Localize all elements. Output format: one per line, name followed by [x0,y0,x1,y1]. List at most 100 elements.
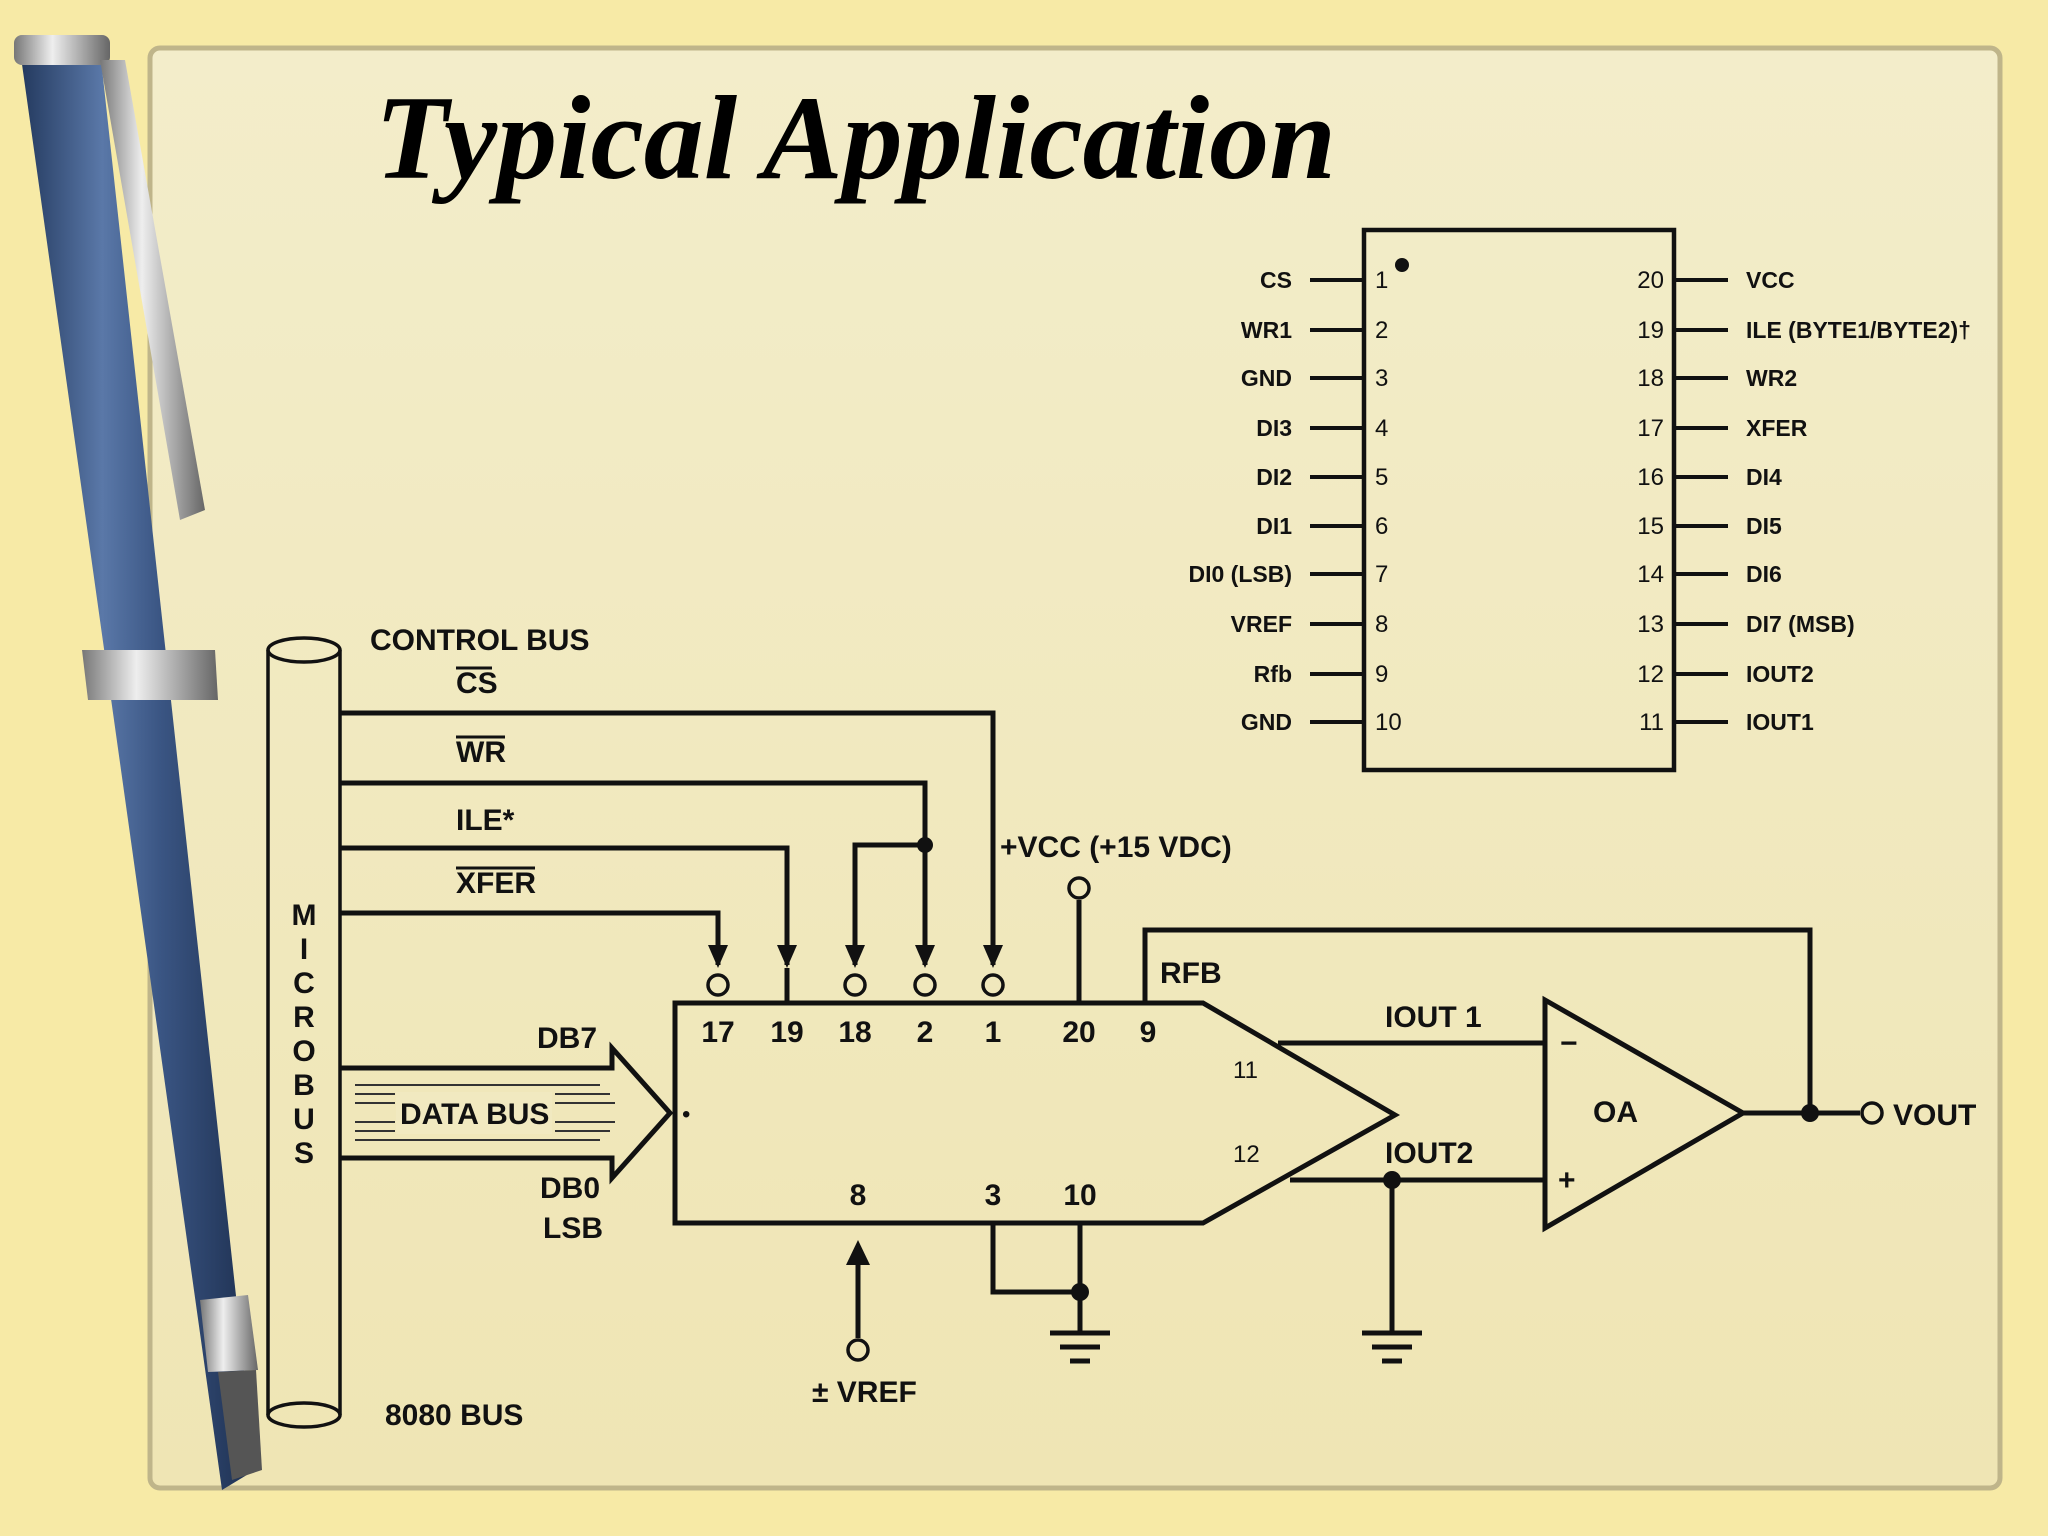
lsb-label: LSB [543,1212,603,1245]
pin-label: GND [1241,365,1292,391]
iout1-label: IOUT 1 [1385,1001,1482,1034]
iout2-label: IOUT2 [1385,1137,1473,1170]
ground-tie-line [990,1223,1083,1333]
pin-number: 13 [1637,611,1664,638]
pin-number: 18 [1637,365,1664,392]
pin-number: 3 [1375,365,1388,392]
data-bus-hatching [355,1084,615,1141]
microbus-tube [266,650,342,1415]
pin1-marker [1395,258,1409,272]
pin-label: IOUT1 [1746,709,1814,735]
vcc-label: +VCC (+15 VDC) [1000,831,1232,864]
dac-pin-number: 2 [917,1016,934,1049]
op-amp [1542,995,1749,1233]
vref-terminal [846,1338,870,1362]
page-title: Typical Application [375,71,1336,204]
content-panel [147,45,2003,1491]
pin-label: XFER [1746,415,1808,441]
pin-number: 15 [1637,513,1664,540]
pin-number: 9 [1375,661,1388,688]
microbus-letter: M [292,899,317,932]
dac-pin-number: 20 [1062,1016,1095,1049]
pin-label: DI7 (MSB) [1746,611,1855,637]
dac-pin-number: 17 [701,1016,734,1049]
output-junction [1801,1104,1819,1122]
pin-number: 7 [1375,561,1388,588]
dac-pin-number: 8 [850,1179,867,1212]
pin-number: 20 [1637,267,1664,294]
ground-symbol-left [1050,1330,1110,1364]
pin-label: DI0 (LSB) [1189,561,1293,587]
pin-label: Rfb [1254,661,1292,687]
cs-line [340,710,996,965]
pin-label: CS [1260,267,1292,293]
vout-label: VOUT [1893,1099,1976,1132]
db0-label: DB0 [540,1172,600,1205]
pin-label: VREF [1231,611,1292,637]
pin-number: 4 [1375,415,1388,442]
dac-pin-number: 19 [770,1016,803,1049]
ground-symbol-right [1362,1330,1422,1364]
ile-line [340,845,790,965]
pin-number: 19 [1637,317,1664,344]
pin-number: 17 [1637,415,1664,442]
pin12-label: 12 [1233,1141,1260,1168]
wr2-branch [852,842,925,965]
microbus-letter: S [294,1137,314,1170]
data-bus-arrow [340,1041,674,1185]
pin-number: 1 [1375,267,1388,294]
pin-number: 5 [1375,464,1388,491]
pin-label: IOUT2 [1746,661,1814,687]
wr-line [340,780,928,965]
rfb-label: RFB [1160,957,1222,990]
dac-dot: • [682,1101,690,1128]
pin-label: DI2 [1256,464,1292,490]
microbus-letter: O [292,1035,315,1068]
pin-label: VCC [1746,267,1795,293]
dac-body [672,1000,1401,1226]
pin-label: WR2 [1746,365,1797,391]
microbus-letter: B [293,1069,315,1102]
pin-number: 11 [1639,709,1664,736]
ic-package-outline [1361,227,1677,773]
ile-signal-label: ILE* [456,804,515,837]
pin-label: DI3 [1256,415,1292,441]
pin-label: ILE (BYTE1/BYTE2)† [1746,317,1971,343]
bus-8080-label: 8080 BUS [385,1399,523,1432]
vref-label: ± VREF [812,1376,917,1409]
pin-number: 12 [1637,661,1664,688]
pin-number: 10 [1375,709,1402,736]
cs-signal-label: CS [456,667,498,700]
dac-pin-number: 10 [1063,1179,1096,1212]
db7-label: DB7 [537,1022,597,1055]
control-bus-label: CONTROL BUS [370,624,589,657]
wr-junction [917,837,933,853]
microbus-letter: U [293,1103,315,1136]
dac-pin-number: 9 [1140,1016,1157,1049]
microbus-letter: R [293,1001,315,1034]
ground-junction [1071,1283,1089,1301]
microbus-letter: C [293,967,315,1000]
microbus-letter: I [300,933,308,966]
pin-label: DI6 [1746,561,1782,587]
pin-number: 6 [1375,513,1388,540]
pin-number: 16 [1637,464,1664,491]
xfer-signal-label: XFER [456,867,536,900]
pin-number: 14 [1637,561,1664,588]
pin-number: 8 [1375,611,1388,638]
pin-label: GND [1241,709,1292,735]
pin-number: 2 [1375,317,1388,344]
data-bus-label: DATA BUS [400,1098,549,1131]
op-amp-label: OA [1593,1096,1638,1129]
pen-illustration [14,35,262,1490]
op-amp-minus: − [1560,1027,1578,1060]
op-amp-plus: + [1558,1164,1576,1197]
pin-label: DI1 [1256,513,1292,539]
vcc-terminal [1067,876,1091,900]
vout-terminal [1860,1101,1884,1125]
pin-label: DI4 [1746,464,1782,490]
